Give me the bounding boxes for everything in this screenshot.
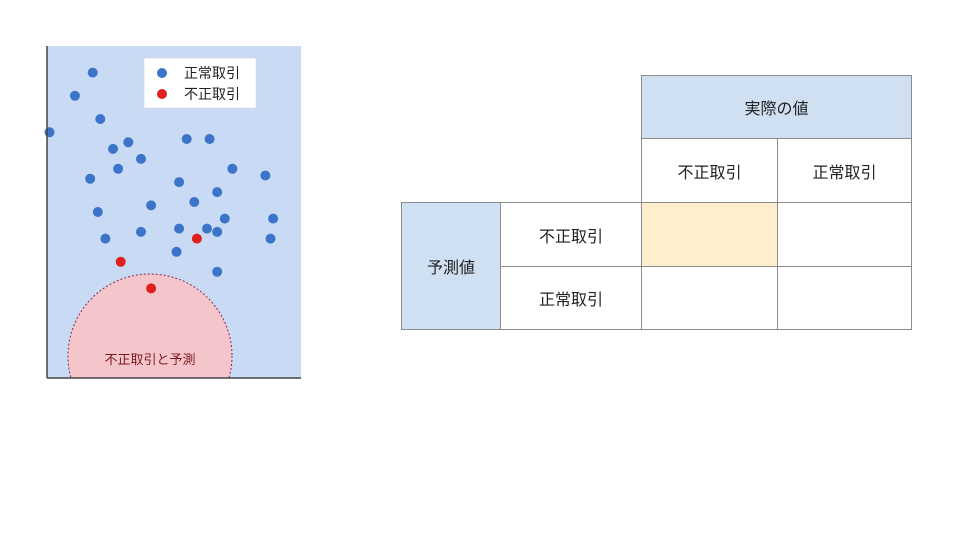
- fraud-point-1: [115, 256, 126, 267]
- normal-point-20: [174, 223, 185, 234]
- row-header-fraud: 不正取引: [500, 202, 642, 267]
- normal-point-19: [219, 213, 230, 224]
- normal-point-12: [174, 177, 185, 188]
- fraud-point-2: [146, 283, 157, 294]
- predicted-value-header: 予測値: [401, 202, 501, 330]
- fraud-prediction-region: [67, 273, 233, 378]
- normal-point-2: [95, 114, 106, 124]
- cell-false-negative: [641, 266, 778, 330]
- normal-point-7: [108, 143, 118, 154]
- cell-false-positive: [777, 202, 912, 267]
- normal-point-4: [123, 137, 134, 148]
- normal-point-5: [181, 134, 192, 144]
- normal-point-9: [227, 163, 238, 174]
- legend-marker-normal: [157, 68, 167, 78]
- normal-point-10: [113, 163, 124, 174]
- column-header-fraud: 不正取引: [641, 138, 778, 203]
- normal-point-25: [265, 233, 276, 244]
- normal-point-23: [136, 226, 146, 237]
- normal-point-13: [260, 170, 271, 181]
- normal-point-17: [92, 207, 103, 217]
- fraud-point-0: [191, 233, 202, 244]
- normal-point-22: [212, 226, 223, 237]
- normal-point-18: [268, 213, 279, 224]
- normal-point-27: [212, 266, 223, 277]
- normal-point-16: [146, 200, 157, 211]
- legend: [143, 57, 257, 109]
- legend-marker-fraud: [157, 89, 167, 99]
- actual-value-header: 実際の値: [641, 75, 912, 139]
- normal-point-21: [202, 223, 212, 234]
- cell-true-negative: [777, 266, 912, 330]
- normal-point-15: [189, 197, 200, 207]
- data-points: [44, 67, 279, 294]
- row-header-normal: 正常取引: [500, 266, 642, 330]
- normal-point-3: [44, 127, 55, 138]
- normal-point-0: [87, 67, 98, 78]
- normal-point-8: [136, 153, 146, 164]
- normal-point-11: [85, 173, 96, 184]
- legend-label-fraud: 不正取引: [184, 87, 240, 103]
- normal-point-26: [171, 246, 182, 257]
- cell-true-positive: [641, 202, 778, 267]
- normal-point-1: [69, 90, 80, 101]
- normal-point-14: [212, 187, 223, 198]
- column-header-normal: 正常取引: [777, 138, 912, 203]
- normal-point-24: [100, 233, 111, 244]
- normal-point-6: [204, 134, 215, 144]
- legend-label-normal: 正常取引: [184, 66, 240, 82]
- region-label: 不正取引と予測: [104, 353, 195, 368]
